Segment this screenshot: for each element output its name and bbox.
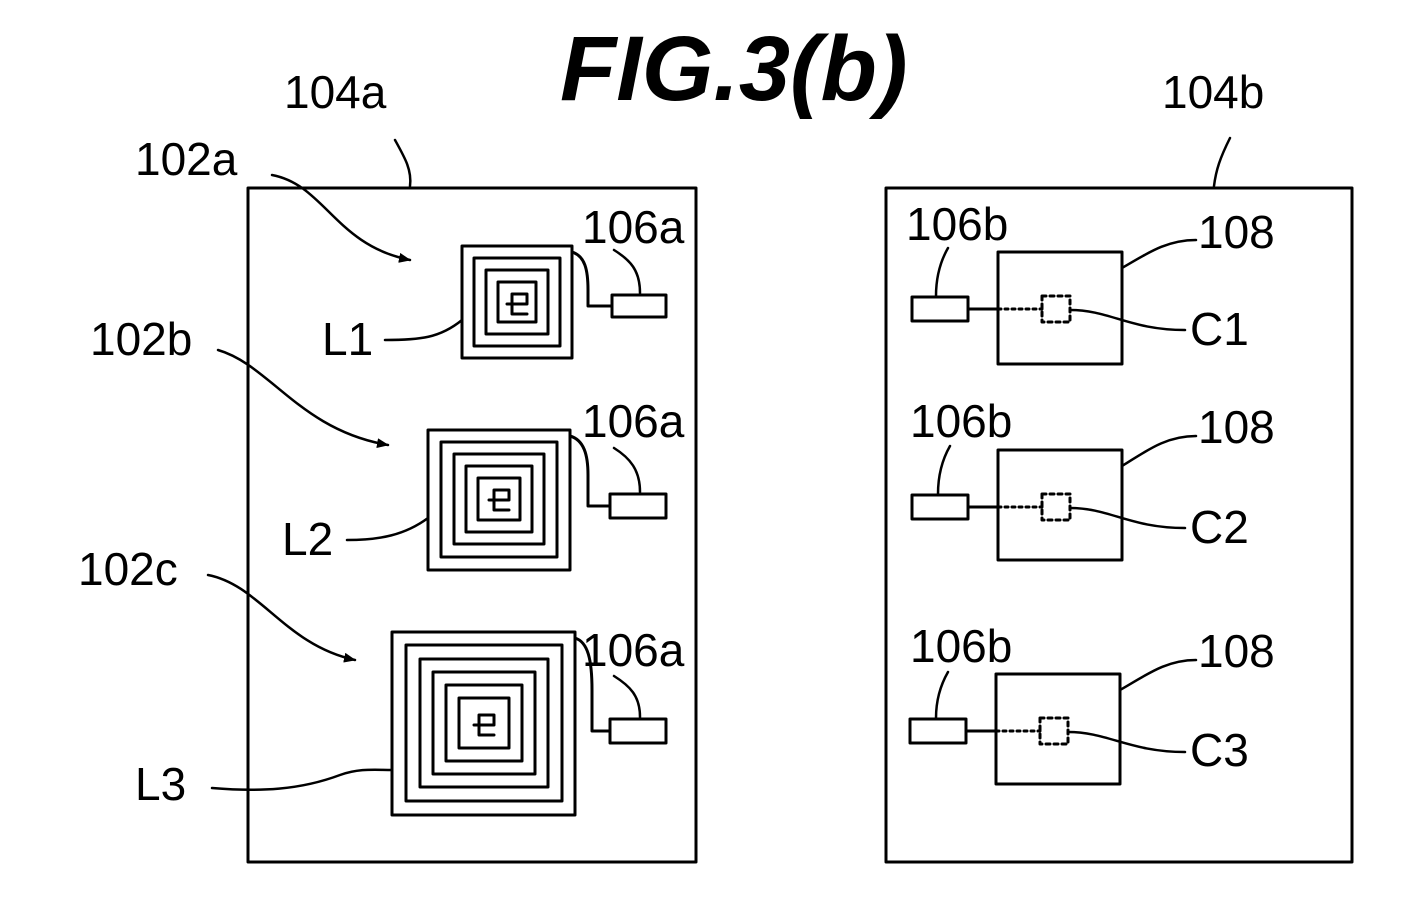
pad-label-106b-2: 106b [910, 395, 1012, 447]
arrow-102c [208, 575, 355, 660]
arrow-label-102c: 102c [78, 543, 178, 595]
pad-label-106b-1: 106b [906, 198, 1008, 250]
panel-104a: 104a 102a 106a L1 102b [78, 66, 696, 862]
pad-106a-3 [610, 719, 666, 743]
capacitor-label-C3: C3 [1190, 724, 1249, 776]
leader-104a [395, 140, 410, 186]
leader-L1 [385, 320, 462, 340]
chip-label-108-2: 108 [1198, 401, 1275, 453]
leader-C3 [1068, 732, 1185, 752]
pad-106b-1 [912, 297, 968, 321]
inductor-label-L3: L3 [135, 758, 186, 810]
spiral-inductor-L3 [392, 632, 610, 815]
row-C3: 106b 108 C3 [910, 620, 1275, 784]
ref-label-104b: 104b [1162, 66, 1264, 118]
panel-104b: 104b 106b 108 C1 106b 108 C [886, 66, 1352, 862]
capacitor-C3 [1040, 718, 1068, 744]
arrow-label-102a: 102a [135, 133, 238, 185]
arrow-label-102b: 102b [90, 313, 192, 365]
pad-label-106a-2: 106a [582, 395, 685, 447]
leader-L2 [347, 518, 428, 540]
row-C2: 106b 108 C2 [910, 395, 1275, 560]
leader-106b-3 [936, 672, 948, 718]
chip-108-3 [996, 674, 1120, 784]
pad-label-106b-3: 106b [910, 620, 1012, 672]
leader-106b-2 [938, 446, 950, 494]
pad-106b-2 [912, 495, 968, 519]
row-102c: 102c 106a L3 [78, 543, 685, 815]
spiral-inductor-L1 [462, 246, 612, 358]
capacitor-label-C1: C1 [1190, 303, 1249, 355]
capacitor-C2 [1042, 494, 1070, 520]
leader-106a-1 [614, 250, 640, 293]
pad-106a-2 [610, 494, 666, 518]
leader-108-2 [1122, 436, 1196, 466]
leader-106b-1 [936, 248, 948, 296]
inductor-label-L1: L1 [322, 313, 373, 365]
leader-L3 [212, 770, 392, 790]
pad-label-106a-3: 106a [582, 624, 685, 676]
pad-106b-3 [910, 719, 966, 743]
leader-C2 [1070, 508, 1185, 528]
chip-108-2 [998, 450, 1122, 560]
row-C1: 106b 108 C1 [906, 198, 1275, 364]
spiral-inductor-L2 [428, 430, 610, 570]
row-102a: 102a 106a L1 [135, 133, 685, 365]
leader-104b [1214, 138, 1230, 186]
capacitor-label-C2: C2 [1190, 501, 1249, 553]
chip-label-108-3: 108 [1198, 625, 1275, 677]
chip-label-108-1: 108 [1198, 206, 1275, 258]
row-102b: 102b 106a L2 [90, 313, 685, 570]
pad-106a-1 [612, 295, 666, 317]
ref-label-104a: 104a [284, 66, 387, 118]
leader-108-3 [1120, 660, 1196, 690]
leader-C1 [1070, 310, 1185, 330]
pad-label-106a-1: 106a [582, 201, 685, 253]
inductor-label-L2: L2 [282, 513, 333, 565]
figure-title: FIG.3(b) [560, 18, 908, 120]
capacitor-C1 [1042, 296, 1070, 322]
leader-106a-3 [614, 676, 640, 717]
leader-108-1 [1122, 240, 1196, 268]
leader-106a-2 [614, 448, 640, 492]
chip-108-1 [998, 252, 1122, 364]
